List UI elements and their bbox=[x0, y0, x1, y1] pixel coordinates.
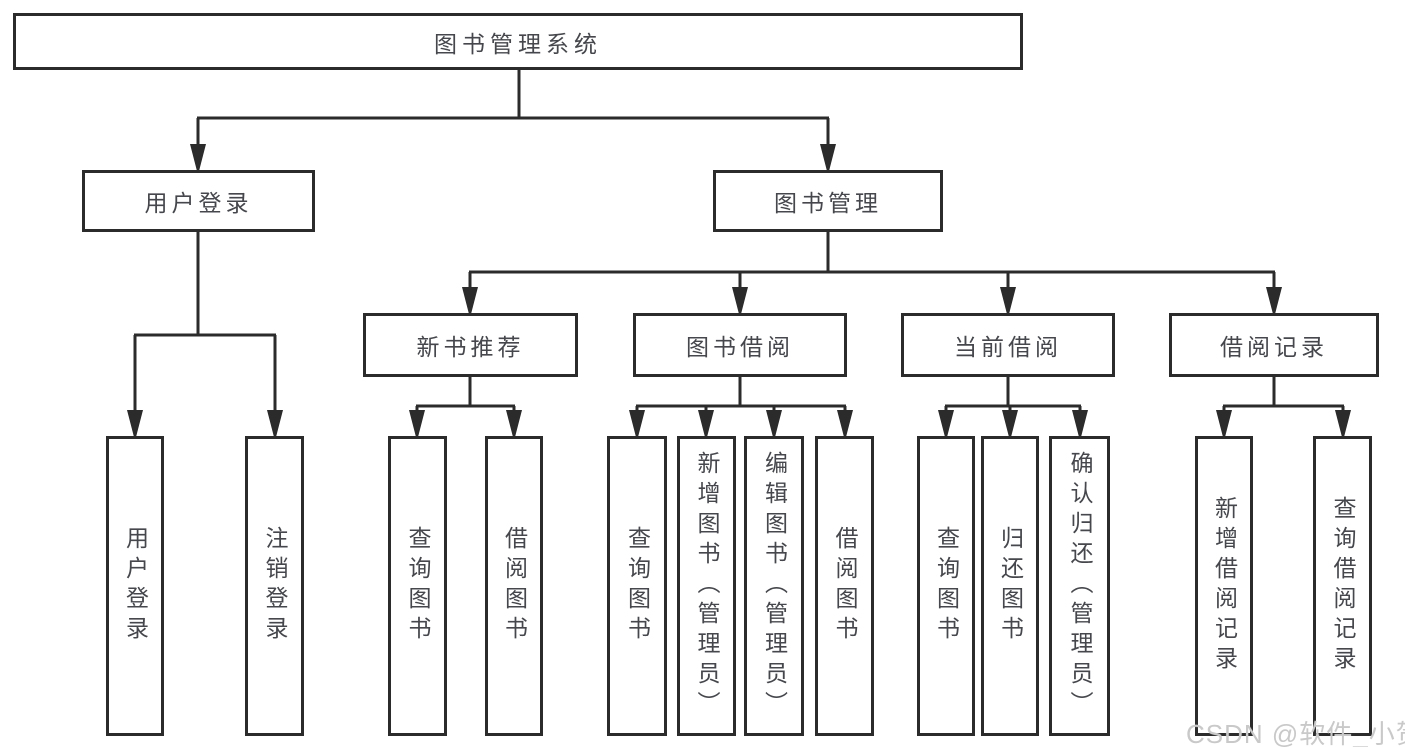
connector-borrow-to-leaves bbox=[635, 377, 847, 432]
connector-new-book-to-leaves bbox=[415, 377, 516, 432]
leaf-newbook-query-book: 查询图书 bbox=[388, 436, 447, 736]
leaf-newbook-borrow-book: 借阅图书 bbox=[485, 436, 543, 736]
node-user-login: 用户登录 bbox=[82, 170, 315, 232]
node-root-library-system: 图书管理系统 bbox=[13, 13, 1023, 70]
connector-book-mgmt-to-level3 bbox=[468, 232, 1276, 311]
leaf-current-return-book: 归还图书 bbox=[981, 436, 1039, 736]
leaf-current-confirm-return-admin: 确认归还（管理员） bbox=[1049, 436, 1110, 736]
node-new-book-recommend: 新书推荐 bbox=[363, 313, 578, 377]
connector-root-to-level2 bbox=[196, 70, 830, 168]
node-book-management: 图书管理 bbox=[713, 170, 943, 232]
leaf-records-query-record: 查询借阅记录 bbox=[1313, 436, 1372, 736]
csdn-watermark-text: CSDN @软件_小贺同 bbox=[1186, 719, 1405, 747]
connector-records-to-leaves bbox=[1222, 377, 1345, 432]
leaf-borrow-query-book: 查询图书 bbox=[607, 436, 667, 736]
node-current-borrow: 当前借阅 bbox=[901, 313, 1115, 377]
leaf-current-query-book: 查询图书 bbox=[917, 436, 975, 736]
node-borrow-records: 借阅记录 bbox=[1169, 313, 1379, 377]
leaf-borrow-borrow-book: 借阅图书 bbox=[815, 436, 874, 736]
leaf-user-login: 用户登录 bbox=[106, 436, 164, 736]
connector-user-login-to-leaves bbox=[133, 232, 277, 432]
leaf-logout: 注销登录 bbox=[245, 436, 304, 736]
leaf-borrow-edit-book-admin: 编辑图书（管理员） bbox=[744, 436, 804, 736]
node-book-borrow: 图书借阅 bbox=[633, 313, 847, 377]
leaf-records-add-record: 新增借阅记录 bbox=[1195, 436, 1253, 736]
csdn-watermark: CSDN @软件_小贺同学 bbox=[1186, 714, 1405, 747]
leaf-borrow-add-book-admin: 新增图书（管理员） bbox=[677, 436, 736, 736]
